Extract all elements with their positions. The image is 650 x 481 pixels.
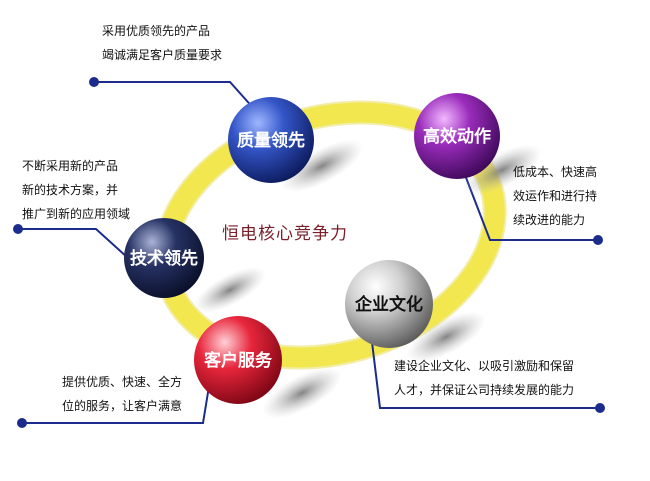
desc-technology: 不断采用新的产品 新的技术方案，并 推广到新的应用领域 (22, 154, 130, 226)
desc-technology-line: 不断采用新的产品 (22, 159, 119, 173)
desc-technology-line: 新的技术方案，并 (22, 183, 119, 197)
desc-culture-line: 建设企业文化、以吸引激励和保留 (394, 359, 575, 373)
desc-service-line: 位的服务，让客户满意 (62, 399, 183, 413)
connector-culture (371, 341, 600, 409)
node-quality: 质量领先 (228, 97, 314, 183)
desc-service: 提供优质、快速、全方 位的服务，让客户满意 (62, 370, 182, 418)
dot-service (17, 418, 27, 428)
dot-technology (13, 224, 23, 234)
center-title: 恒电核心竞争力 (222, 224, 348, 244)
connector-dots (13, 77, 605, 428)
connector-quality (94, 81, 256, 111)
desc-efficiency-line: 低成本、快速高 (513, 165, 598, 179)
desc-efficiency-line: 续改进的能力 (513, 213, 586, 227)
node-label-service: 客户服务 (203, 350, 273, 371)
node-label-quality: 质量领先 (237, 130, 305, 151)
connector-technology (18, 228, 129, 259)
node-label-technology: 技术领先 (130, 248, 198, 269)
node-service: 客户服务 (194, 316, 282, 404)
desc-efficiency-line: 效运作和进行持 (513, 189, 598, 203)
desc-quality: 采用优质领先的产品 竭诚满足客户质量要求 (102, 19, 222, 67)
dot-culture (595, 403, 605, 413)
node-label-culture: 企业文化 (354, 294, 423, 315)
desc-service-line: 提供优质、快速、全方 (62, 375, 183, 389)
desc-quality-line: 竭诚满足客户质量要求 (102, 48, 223, 62)
connector-efficiency (464, 174, 598, 241)
desc-quality-line: 采用优质领先的产品 (102, 24, 211, 38)
dot-quality (89, 77, 99, 87)
connector-lines (18, 81, 600, 424)
desc-efficiency: 低成本、快速高 效运作和进行持 续改进的能力 (513, 160, 597, 232)
desc-culture: 建设企业文化、以吸引激励和保留 人才，并保证公司持续发展的能力 (394, 354, 574, 402)
desc-technology-line: 推广到新的应用领域 (22, 207, 131, 221)
node-technology: 技术领先 (124, 218, 204, 298)
desc-culture-line: 人才，并保证公司持续发展的能力 (394, 383, 575, 397)
node-culture: 企业文化 (345, 260, 433, 348)
dot-efficiency (593, 235, 603, 245)
node-efficiency: 高效动作 (414, 93, 500, 179)
node-label-efficiency: 高效动作 (423, 126, 491, 147)
node-shadows (193, 139, 542, 419)
